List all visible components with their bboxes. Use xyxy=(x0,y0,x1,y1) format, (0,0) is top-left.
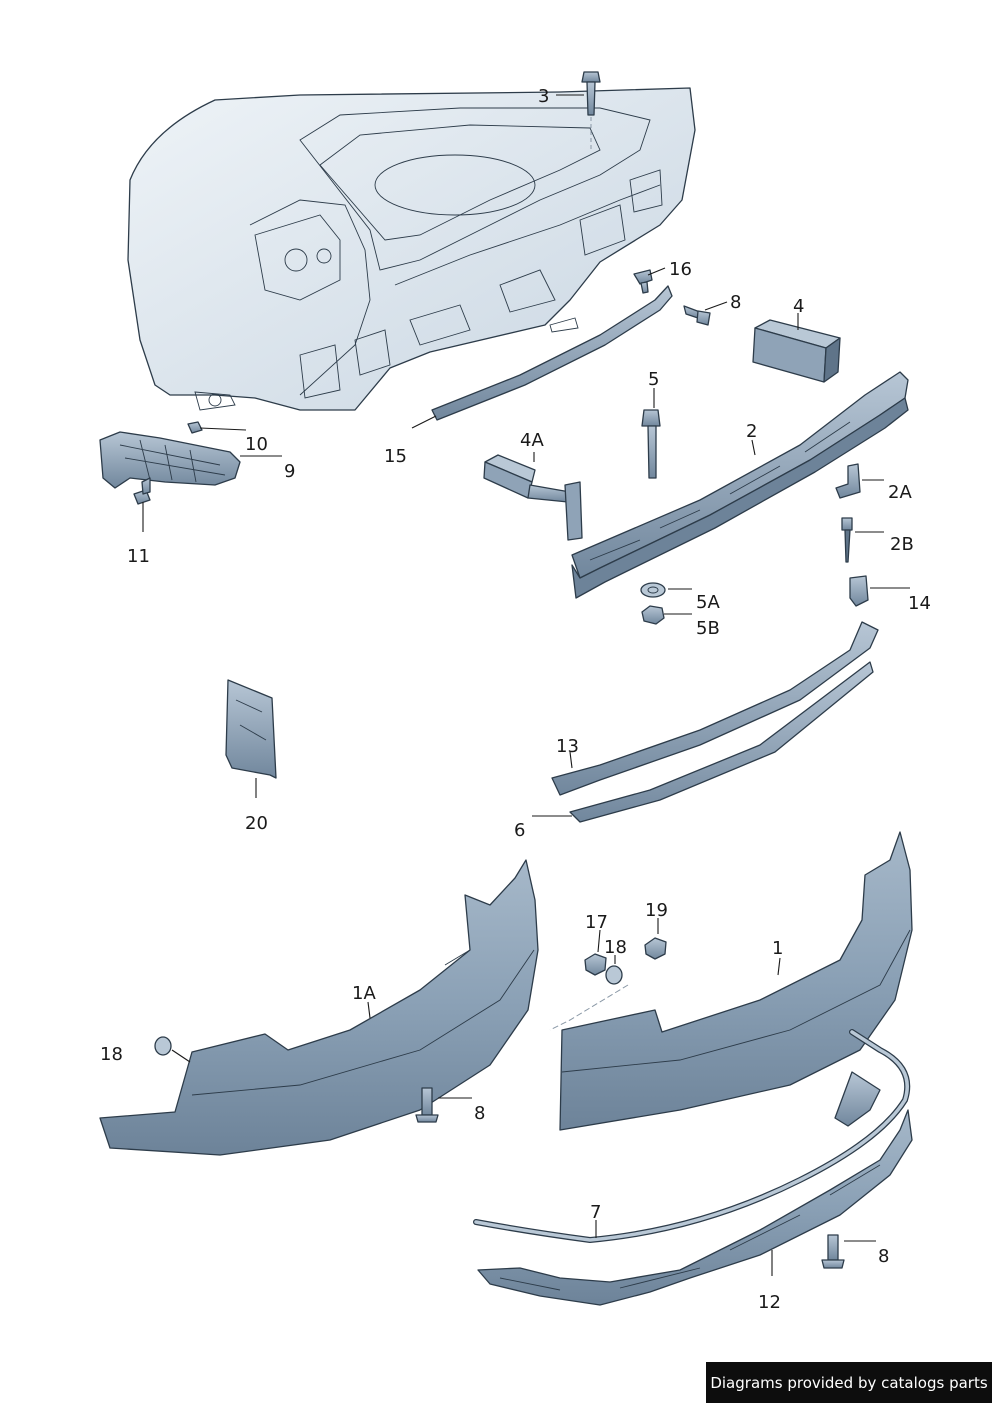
label-part-17: 17 xyxy=(585,912,608,933)
label-part-18-left: 18 xyxy=(100,1044,123,1065)
rear-body-section xyxy=(127,87,696,411)
label-part-8-middle: 8 xyxy=(474,1103,485,1124)
part-14-bracket xyxy=(849,575,869,607)
label-part-4: 4 xyxy=(793,296,804,317)
part-16-clip xyxy=(633,269,653,294)
label-part-2B: 2B xyxy=(890,534,914,555)
part-2-bumper-bar xyxy=(571,371,909,599)
part-7-moulding xyxy=(473,1029,911,1244)
part-8-screw-middle xyxy=(415,1087,439,1123)
part-15-seal-strip xyxy=(431,285,673,421)
part-3-bolt xyxy=(581,71,601,150)
part-2A-clip xyxy=(835,463,861,499)
part-4-block xyxy=(752,319,841,383)
leader-lines xyxy=(142,94,910,1276)
label-part-6: 6 xyxy=(514,820,525,841)
label-part-1A: 1A xyxy=(352,983,376,1004)
part-18-grommet-left xyxy=(154,1036,172,1056)
part-labels: 3 16 8 4 5 4A 2 15 10 9 11 2A 2B 5A 5B 1… xyxy=(100,86,931,1313)
label-part-12: 12 xyxy=(758,1292,781,1313)
part-20-bracket xyxy=(225,679,277,779)
label-part-18-right: 18 xyxy=(604,937,627,958)
part-4A-absorber xyxy=(483,454,583,541)
label-part-15: 15 xyxy=(384,446,407,467)
part-2B-rivet xyxy=(841,517,853,563)
label-part-9: 9 xyxy=(284,461,295,482)
label-part-2: 2 xyxy=(746,421,757,442)
part-9-side-bracket xyxy=(99,431,241,489)
part-10-nut xyxy=(187,421,203,434)
label-part-8-lower: 8 xyxy=(878,1246,889,1267)
label-part-4A: 4A xyxy=(520,430,544,451)
label-part-20: 20 xyxy=(245,813,268,834)
label-part-2A: 2A xyxy=(888,482,912,503)
label-part-13: 13 xyxy=(556,736,579,757)
label-part-5B: 5B xyxy=(696,618,720,639)
label-part-11: 11 xyxy=(127,546,150,567)
label-part-1: 1 xyxy=(772,938,783,959)
attribution-banner: Diagrams provided by catalogs parts xyxy=(706,1362,992,1403)
attribution-text: Diagrams provided by catalogs parts xyxy=(710,1373,988,1392)
label-part-3: 3 xyxy=(538,86,549,107)
label-part-8-upper: 8 xyxy=(730,292,741,313)
part-8-screw-upper xyxy=(683,305,711,326)
part-19-nut xyxy=(644,937,667,960)
part-6-trim-strip xyxy=(569,661,874,823)
part-1-bumper-cover xyxy=(559,831,913,1131)
label-part-7: 7 xyxy=(590,1202,601,1223)
part-1A-bumper-cover xyxy=(99,859,539,1156)
label-part-10: 10 xyxy=(245,434,268,455)
part-13-trim-strip xyxy=(551,621,879,796)
part-5B-nut xyxy=(641,605,665,625)
label-part-16: 16 xyxy=(669,259,692,280)
label-part-19: 19 xyxy=(645,900,668,921)
label-part-14: 14 xyxy=(908,593,931,614)
part-5-bolt xyxy=(641,409,661,479)
part-11-screw xyxy=(133,477,151,505)
part-18-grommet-right xyxy=(605,965,623,985)
label-part-5: 5 xyxy=(648,369,659,390)
label-part-5A: 5A xyxy=(696,592,720,613)
part-8-screw-lower xyxy=(821,1234,845,1269)
part-17-nut xyxy=(584,953,607,976)
part-12-diffuser xyxy=(477,1071,913,1306)
part-5A-washer xyxy=(640,582,666,598)
